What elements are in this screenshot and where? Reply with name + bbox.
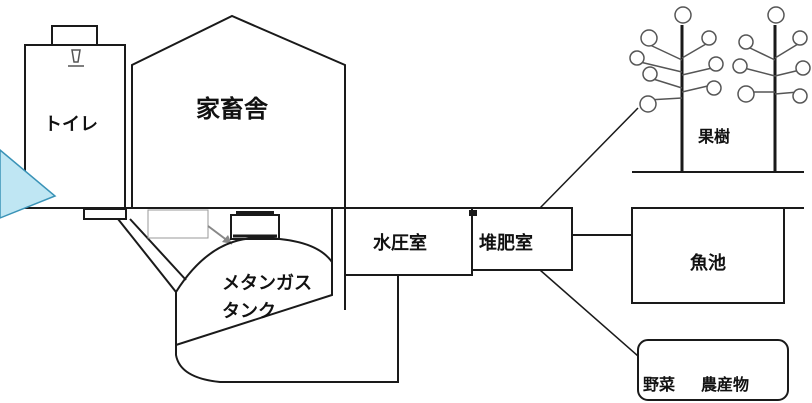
inlet-arrow-head	[222, 235, 232, 244]
toilet-label: トイレ	[44, 114, 98, 135]
toilet-drain	[83, 208, 127, 220]
fruit-tree-right	[732, 6, 811, 172]
methane-tank-label-line1: メタンガス	[222, 273, 312, 294]
vegetables-label: 野菜	[643, 375, 676, 394]
tank-cap-top	[236, 211, 274, 216]
pointer-shape	[0, 149, 57, 219]
fish-pond	[631, 207, 785, 304]
livestock-barn-label: 家畜舎	[196, 95, 268, 123]
compost-vent	[469, 210, 477, 216]
fruit-tree-left	[629, 6, 724, 172]
methane-tank	[175, 236, 333, 347]
toilet-roof-vent	[51, 25, 98, 46]
vegetables-box	[637, 339, 789, 401]
methane-tank-bottom	[175, 274, 470, 383]
compost-room	[471, 207, 573, 271]
drain-pipe-1	[117, 218, 177, 293]
farm-products-label: 農産物	[701, 375, 750, 394]
fish-pond-label: 魚池	[690, 253, 726, 274]
barn-inlet	[147, 209, 209, 239]
toilet-fixture-icon	[68, 49, 84, 67]
water-pressure-room-label: 水圧室	[373, 233, 427, 254]
livestock-barn	[131, 14, 346, 208]
to-vegetables-line	[539, 269, 639, 357]
methane-tank-label-line2: タンク	[222, 301, 276, 322]
compost-room-label: 堆肥室	[479, 233, 533, 254]
fruit-trees-label: 果樹	[698, 127, 731, 146]
to-fruit-trees-line	[539, 107, 639, 209]
drain-pipe-2	[129, 218, 187, 281]
